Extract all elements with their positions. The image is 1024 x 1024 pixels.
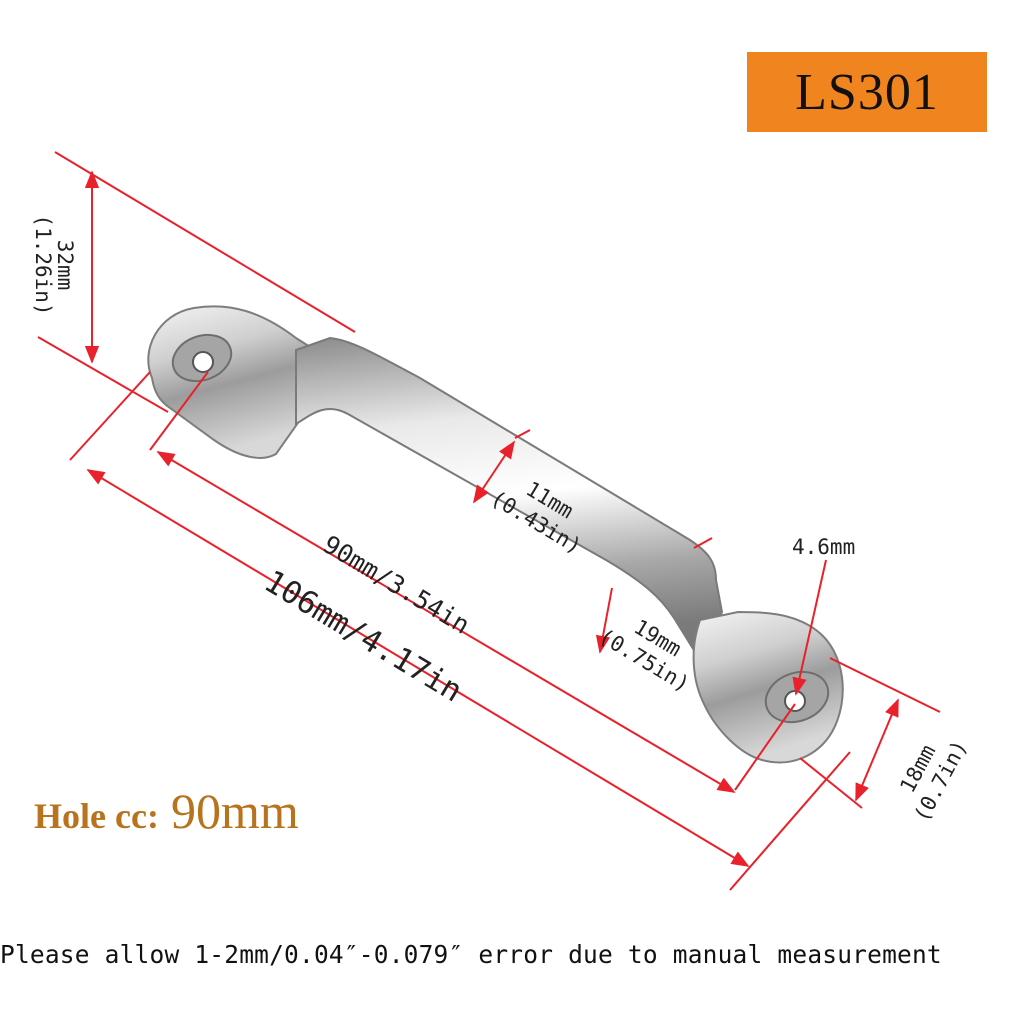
height-mm-label: 32mm (53, 240, 77, 291)
extension-line (54, 151, 356, 333)
extension-line (799, 757, 863, 809)
spacing-dim-line (156, 451, 736, 793)
model-number: LS301 (795, 63, 939, 121)
length-label: 106mm/4.17in (258, 563, 469, 709)
hole-dim-line (792, 559, 827, 696)
hole-cc-callout: Hole cc: 90mm (34, 782, 299, 840)
handle-product (147, 305, 844, 764)
left-hole (192, 351, 214, 373)
hole-cc-label: Hole cc: (34, 796, 159, 836)
left-foot (147, 305, 320, 459)
extension-line (693, 537, 713, 549)
hole-cc-value: 90mm (170, 783, 299, 839)
hole-diameter-label: 4.6mm (792, 535, 855, 559)
dimension-lines (37, 151, 941, 891)
extension-line (69, 371, 151, 461)
extension-line (149, 371, 209, 451)
extension-line (514, 429, 531, 439)
height-inch-label: (1.26in) (31, 214, 55, 315)
extension-line (829, 657, 941, 713)
extension-line (729, 751, 851, 891)
model-badge: LS301 (747, 52, 987, 132)
foot-width-dim-line (855, 698, 899, 802)
grip-height-dim-line (595, 587, 613, 654)
grip-width-dim-line (473, 440, 515, 504)
right-hole (784, 690, 806, 712)
extension-line (37, 336, 169, 413)
measurement-disclaimer: Please allow 1-2mm/0.04″-0.079″ error du… (0, 940, 942, 969)
